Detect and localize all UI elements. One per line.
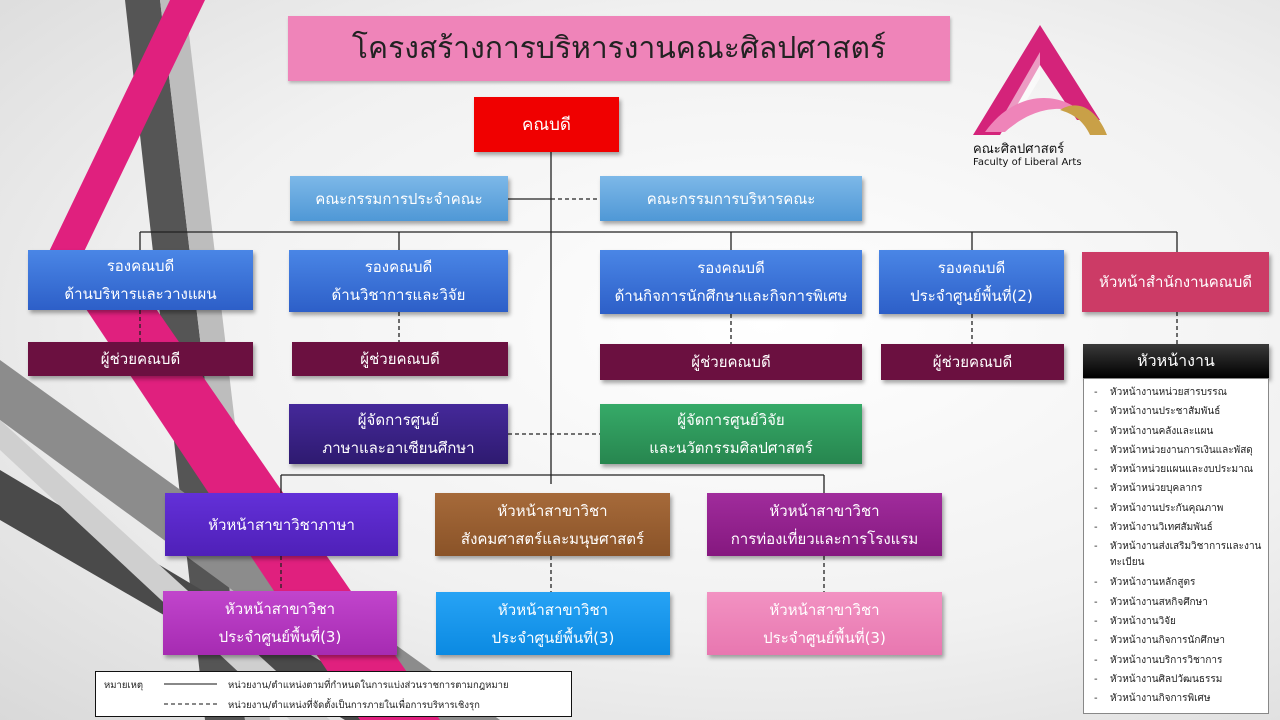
- vice-dean-area: ด้านกิจการนักศึกษาและกิจการพิเศษ: [614, 287, 848, 305]
- logo-name-en: Faculty of Liberal Arts: [973, 157, 1082, 168]
- program-title: หัวหน้าสาขาวิชา: [769, 501, 880, 520]
- list-item: หัวหน้างานสหกิจศึกษา: [1092, 593, 1264, 613]
- office-head-label: หัวหน้าสำนักงานคณบดี: [1098, 273, 1252, 291]
- center-title: ผู้จัดการศูนย์วิจัย: [677, 411, 785, 429]
- vice-dean-area: ประจำศูนย์พื้นที่(2): [910, 287, 1033, 305]
- vice-dean-title: รองคณบดี: [937, 259, 1006, 277]
- program-area: ประจำศูนย์พื้นที่(3): [218, 628, 342, 646]
- list-item: หัวหน้าหน่วยแผนและงบประมาณ: [1092, 460, 1264, 480]
- program-title: หัวหน้าสาขาวิชา: [224, 600, 336, 618]
- dean-label: คณบดี: [522, 114, 571, 135]
- language-center-manager-box: ผู้จัดการศูนย์ ภาษาและอาเซียนศึกษา: [289, 404, 508, 464]
- campus-program-head-box-2: หัวหน้าสาขาวิชา ประจำศูนย์พื้นที่(3): [436, 592, 670, 655]
- tourism-program-head-box: หัวหน้าสาขาวิชา การท่องเที่ยวและการโรงแร…: [707, 493, 942, 556]
- vice-dean-admin-box: รองคณบดี ด้านบริหารและวางแผน: [28, 250, 253, 310]
- list-item: หัวหน้างานกิจการนักศึกษา: [1092, 631, 1264, 651]
- program-area: ประจำศูนย์พื้นที่(3): [491, 628, 615, 647]
- list-item: หัวหน้างานส่งเสริมวิชาการและงานทะเบียน: [1092, 537, 1264, 573]
- list-item: หัวหน้าหน่วยงานการเงินและพัสดุ: [1092, 441, 1264, 461]
- faculty-committee-label: คณะกรรมการประจำคณะ: [315, 189, 483, 208]
- list-item: หัวหน้างานหน่วยสารบรรณ: [1092, 383, 1264, 403]
- program-title: หัวหน้าสาขาวิชา: [497, 501, 608, 520]
- legend-label: หมายเหตุ: [104, 680, 144, 691]
- dean-box: คณบดี: [474, 97, 619, 152]
- vice-dean-area: ด้านบริหารและวางแผน: [64, 285, 217, 303]
- vice-dean-title: รองคณบดี: [106, 257, 175, 275]
- units-header: หัวหน้างาน: [1083, 344, 1269, 378]
- vice-dean-area: ด้านวิชาการและวิจัย: [331, 286, 466, 304]
- assistant-dean-box: ผู้ช่วยคณบดี: [28, 342, 253, 376]
- center-area: ภาษาและอาเซียนศึกษา: [322, 439, 475, 457]
- list-item: หัวหน้างานศิลปวัฒนธรรม: [1092, 670, 1264, 690]
- research-center-manager-box: ผู้จัดการศูนย์วิจัย และนวัตกรรมศิลปศาสตร…: [600, 404, 862, 464]
- assistant-dean-label: ผู้ช่วยคณบดี: [932, 353, 1013, 371]
- list-item: หัวหน้าหน่วยบุคลากร: [1092, 479, 1264, 499]
- vice-dean-title: รองคณบดี: [697, 259, 765, 277]
- legend: หมายเหตุ หน่วยงาน/ตำแหน่งตามที่กำหนดในกา…: [95, 671, 572, 717]
- list-item: หัวหน้างานคลังและแผน: [1092, 422, 1264, 442]
- page-title: โครงสร้างการบริหารงานคณะศิลปศาสตร์: [288, 16, 950, 81]
- assistant-dean-box: ผู้ช่วยคณบดี: [600, 344, 862, 380]
- units-list: หัวหน้างานหน่วยสารบรรณ หัวหน้างานประชาสั…: [1083, 378, 1269, 714]
- vice-dean-campus-box: รองคณบดี ประจำศูนย์พื้นที่(2): [879, 250, 1064, 314]
- assistant-dean-box: ผู้ช่วยคณบดี: [881, 344, 1064, 380]
- list-item: หัวหน้างานประกันคุณภาพ: [1092, 499, 1264, 519]
- executive-committee-box: คณะกรรมการบริหารคณะ: [600, 176, 862, 221]
- center-title: ผู้จัดการศูนย์: [357, 411, 440, 429]
- list-item: หัวหน้างานกิจการพิเศษ: [1092, 689, 1264, 709]
- legend-dashed-text: หน่วยงาน/ตำแหน่งที่จัดตั้งเป็นการภายในเพ…: [228, 700, 480, 711]
- logo-mark-icon: [973, 25, 1107, 135]
- assistant-dean-label: ผู้ช่วยคณบดี: [691, 353, 771, 371]
- program-title: หัวหน้าสาขาวิชา: [769, 600, 880, 619]
- list-item: หัวหน้างานประชาสัมพันธ์: [1092, 402, 1264, 422]
- center-area: และนวัตกรรมศิลปศาสตร์: [649, 439, 813, 457]
- program-title: หัวหน้าสาขาวิชาภาษา: [208, 515, 355, 534]
- list-item: หัวหน้างานหลักสูตร: [1092, 573, 1264, 593]
- assistant-dean-label: ผู้ช่วยคณบดี: [360, 350, 440, 368]
- vice-dean-academic-box: รองคณบดี ด้านวิชาการและวิจัย: [289, 250, 508, 312]
- list-item: หัวหน้างานวิเทศสัมพันธ์: [1092, 518, 1264, 538]
- units-header-label: หัวหน้างาน: [1137, 351, 1215, 370]
- campus-program-head-box-1: หัวหน้าสาขาวิชา ประจำศูนย์พื้นที่(3): [163, 591, 397, 655]
- program-title: หัวหน้าสาขาวิชา: [497, 600, 609, 619]
- language-program-head-box: หัวหน้าสาขาวิชาภาษา: [165, 493, 398, 556]
- list-item: หัวหน้างานวิจัย: [1092, 612, 1264, 632]
- program-area: สังคมศาสตร์และมนุษศาสตร์: [460, 529, 645, 548]
- social-science-program-head-box: หัวหน้าสาขาวิชา สังคมศาสตร์และมนุษศาสตร์: [435, 493, 670, 556]
- executive-committee-label: คณะกรรมการบริหารคณะ: [646, 189, 816, 208]
- vice-dean-student-affairs-box: รองคณบดี ด้านกิจการนักศึกษาและกิจการพิเศ…: [600, 250, 862, 314]
- campus-program-head-box-3: หัวหน้าสาขาวิชา ประจำศูนย์พื้นที่(3): [707, 592, 942, 655]
- logo-name-th: คณะศิลปศาสตร์: [973, 142, 1065, 157]
- list-item: หัวหน้างานบริการวิชาการ: [1092, 651, 1264, 671]
- faculty-logo: คณะศิลปศาสตร์ Faculty of Liberal Arts: [965, 20, 1115, 180]
- legend-line-samples: [164, 683, 217, 705]
- faculty-committee-box: คณะกรรมการประจำคณะ: [290, 176, 508, 221]
- office-head-box: หัวหน้าสำนักงานคณบดี: [1082, 252, 1269, 312]
- assistant-dean-label: ผู้ช่วยคณบดี: [100, 350, 181, 368]
- program-area: ประจำศูนย์พื้นที่(3): [763, 628, 886, 647]
- assistant-dean-box: ผู้ช่วยคณบดี: [292, 342, 508, 376]
- vice-dean-title: รองคณบดี: [364, 258, 433, 276]
- legend-solid-text: หน่วยงาน/ตำแหน่งตามที่กำหนดในการแบ่งส่วน…: [228, 680, 509, 691]
- program-area: การท่องเที่ยวและการโรงแรม: [730, 529, 919, 548]
